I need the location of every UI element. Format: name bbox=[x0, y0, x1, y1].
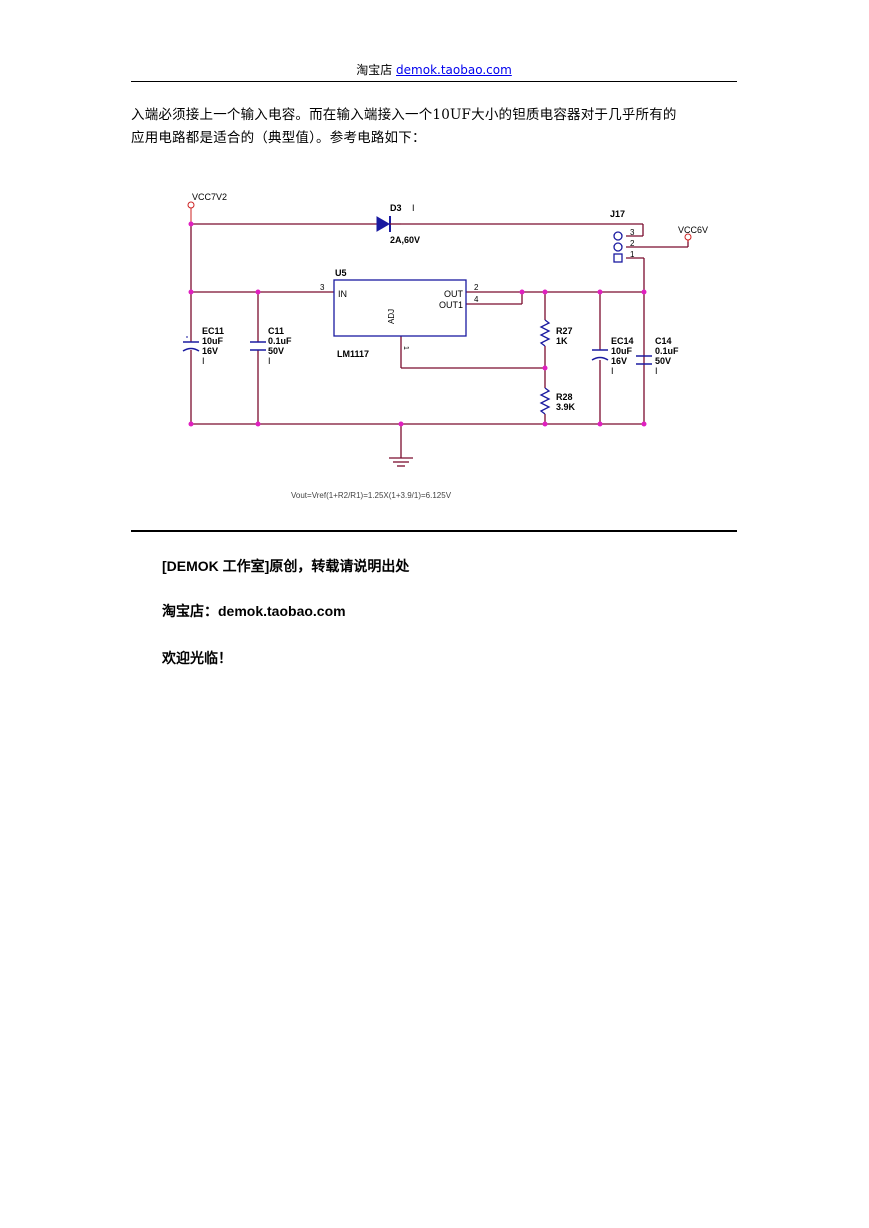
header-shop-label: 淘宝店 bbox=[356, 63, 393, 77]
label-ec14: EC14 bbox=[611, 336, 634, 346]
label-ec11: EC11 bbox=[202, 326, 224, 336]
label-ic-pin-out: 2 bbox=[474, 283, 479, 292]
label-j17: J17 bbox=[610, 209, 625, 219]
label-formula: Vout=Vref(1+R2/R1)=1.25X(1+3.9/1)=6.125V bbox=[291, 491, 452, 500]
label-ec14-mark: I bbox=[611, 366, 614, 376]
footer-welcome: 欢迎光临！ bbox=[162, 650, 232, 666]
connector-j17 bbox=[613, 231, 623, 263]
label-ec11-cap: 10uF bbox=[202, 336, 224, 346]
label-ec14-volt: 16V bbox=[611, 356, 627, 366]
label-ic-pin-adj: 1 bbox=[402, 346, 409, 350]
label-c14-mark: I bbox=[655, 366, 658, 376]
footer-shop: 淘宝店：demok.taobao.com bbox=[162, 603, 346, 619]
label-j17-pin1: 1 bbox=[630, 250, 635, 259]
intro-line-1: 入端必须接上一个输入电容。而在输入端接入一个10UF大小的钽质电容器对于几乎所有… bbox=[131, 107, 677, 123]
label-c11-mark: I bbox=[268, 356, 271, 366]
header-shop-link[interactable]: demok.taobao.com bbox=[396, 63, 512, 77]
junction-nodes bbox=[188, 221, 647, 427]
ic-u5 bbox=[333, 279, 467, 337]
label-ic-out1: OUT1 bbox=[439, 300, 463, 310]
label-ic-in: IN bbox=[338, 289, 347, 299]
label-c14: C14 bbox=[655, 336, 672, 346]
label-ec14-cap: 10uF bbox=[611, 346, 633, 356]
power-port-vcc6v bbox=[684, 233, 692, 242]
intro-paragraph: 入端必须接上一个输入电容。而在输入端接入一个10UF大小的钽质电容器对于几乎所有… bbox=[131, 104, 741, 150]
header-divider bbox=[131, 81, 737, 82]
label-r27: R27 bbox=[556, 326, 573, 336]
page-header: 淘宝店 demok.taobao.com bbox=[131, 62, 737, 78]
label-r28-value: 3.9K bbox=[556, 402, 576, 412]
label-r27-value: 1K bbox=[556, 336, 568, 346]
label-d3-value: 2A,60V bbox=[390, 235, 420, 245]
footer-copyright: [DEMOK 工作室]原创，转载请说明出处 bbox=[162, 558, 410, 574]
label-c14-volt: 50V bbox=[655, 356, 671, 366]
label-j17-pin3: 3 bbox=[630, 228, 635, 237]
label-ic-pin-out1: 4 bbox=[474, 295, 479, 304]
label-ic-part: LM1117 bbox=[337, 349, 369, 359]
capacitor-ec11 bbox=[182, 336, 200, 352]
intro-line-2: 应用电路都是适合的（典型值）。参考电路如下： bbox=[131, 130, 426, 146]
label-u5: U5 bbox=[335, 268, 347, 278]
capacitor-c14 bbox=[636, 355, 652, 365]
power-port-vcc7v2 bbox=[187, 201, 195, 224]
label-ec11-mark: I bbox=[202, 356, 205, 366]
label-r28: R28 bbox=[556, 392, 573, 402]
label-j17-pin2: 2 bbox=[630, 239, 635, 248]
ground-symbol bbox=[389, 457, 413, 467]
resistor-r28 bbox=[539, 387, 551, 415]
label-ic-adj: ADJ bbox=[387, 309, 396, 324]
capacitor-ec14 bbox=[591, 349, 609, 361]
label-d3: D3 bbox=[390, 203, 402, 213]
label-ic-pin-in: 3 bbox=[320, 283, 325, 292]
label-c11: C11 bbox=[268, 326, 284, 336]
label-ec11-volt: 16V bbox=[202, 346, 218, 356]
resistor-r27 bbox=[539, 319, 551, 347]
capacitor-c11 bbox=[250, 341, 266, 351]
circuit-schematic: VCC7V2 VCC6V D3 I 2A,60V J17 3 2 1 U5 IN… bbox=[182, 192, 708, 500]
label-vcc6v: VCC6V bbox=[678, 225, 708, 235]
label-c11-cap: 0.1uF bbox=[268, 336, 292, 346]
label-c11-volt: 50V bbox=[268, 346, 284, 356]
label-vcc7v2: VCC7V2 bbox=[192, 192, 227, 202]
label-ic-out: OUT bbox=[444, 289, 464, 299]
label-d3-mark: I bbox=[412, 203, 415, 213]
section-divider bbox=[131, 530, 737, 532]
diode-d3 bbox=[376, 216, 401, 232]
label-c14-cap: 0.1uF bbox=[655, 346, 679, 356]
